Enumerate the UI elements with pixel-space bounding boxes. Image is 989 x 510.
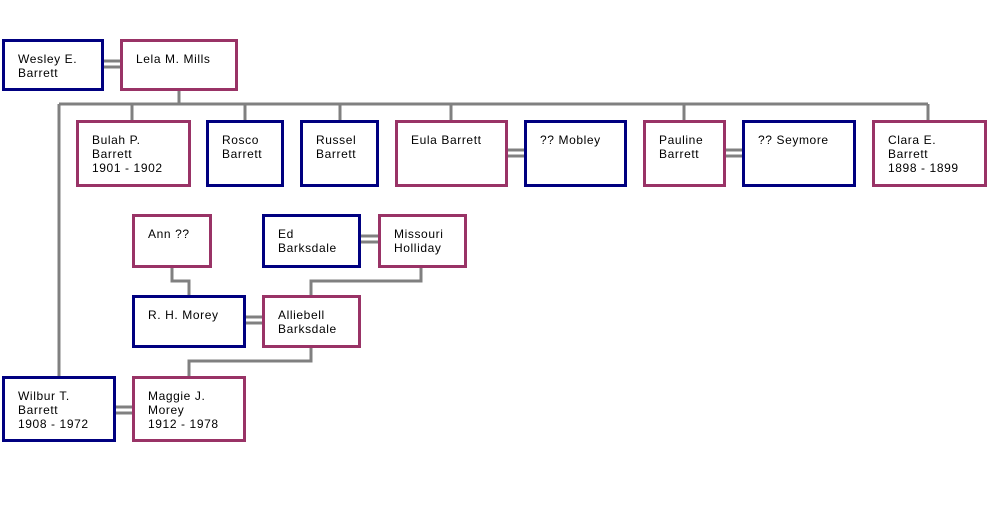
person-box-eula[interactable]: Eula Barrett — [395, 120, 508, 187]
marriage-line-ed-missouri — [361, 234, 378, 244]
descent-line-missouri-alliebell — [309, 268, 423, 295]
marriage-line-eula-mobley — [508, 148, 524, 158]
descent-line-alliebell-maggie — [187, 348, 313, 376]
name-line: Barrett — [659, 147, 700, 161]
name-line: Barrett — [92, 147, 133, 161]
life-dates: 1908 - 1972 — [18, 417, 89, 431]
name-line: Eula Barrett — [411, 133, 482, 147]
name-line: Ed — [278, 227, 294, 241]
marriage-line-wesley-lela — [104, 59, 120, 69]
name-line: Barrett — [18, 66, 59, 80]
name-line: ?? Mobley — [540, 133, 601, 147]
name-line: Barrett — [316, 147, 357, 161]
person-box-mobley[interactable]: ?? Mobley — [524, 120, 627, 187]
life-dates: 1901 - 1902 — [92, 161, 163, 175]
name-line: Barksdale — [278, 241, 337, 255]
name-line: Missouri — [394, 227, 444, 241]
name-line: Ann ?? — [148, 227, 190, 241]
name-line: Barksdale — [278, 322, 337, 336]
name-line: Wesley E. — [18, 52, 78, 66]
name-line: Russel — [316, 133, 357, 147]
name-line: Barrett — [222, 147, 263, 161]
life-dates: 1898 - 1899 — [888, 161, 959, 175]
name-line: Lela M. Mills — [136, 52, 211, 66]
name-line: Pauline — [659, 133, 704, 147]
name-line: Maggie J. — [148, 389, 206, 403]
person-box-rh-morey[interactable]: R. H. Morey — [132, 295, 246, 348]
name-line: Barrett — [888, 147, 929, 161]
name-line: R. H. Morey — [148, 308, 219, 322]
person-box-seymore[interactable]: ?? Seymore — [742, 120, 856, 187]
marriage-line-wilbur-maggie — [116, 405, 132, 415]
name-line: Rosco — [222, 133, 260, 147]
descent-line-lela-children — [57, 90, 930, 376]
name-line: Wilbur T. — [18, 389, 70, 403]
person-box-wesley[interactable]: Wesley E.Barrett — [2, 39, 104, 91]
descent-line-ann-rh — [170, 268, 191, 295]
person-box-ann[interactable]: Ann ?? — [132, 214, 212, 268]
name-line: Barrett — [18, 403, 59, 417]
marriage-line-pauline-seymore — [726, 148, 742, 158]
person-box-lela[interactable]: Lela M. Mills — [120, 39, 238, 91]
name-line: Bulah P. — [92, 133, 141, 147]
name-line: Alliebell — [278, 308, 325, 322]
life-dates: 1912 - 1978 — [148, 417, 219, 431]
name-line: Clara E. — [888, 133, 937, 147]
name-line: Holliday — [394, 241, 442, 255]
name-line: Morey — [148, 403, 185, 417]
marriage-line-rh-alliebell — [246, 315, 262, 325]
name-line: ?? Seymore — [758, 133, 829, 147]
